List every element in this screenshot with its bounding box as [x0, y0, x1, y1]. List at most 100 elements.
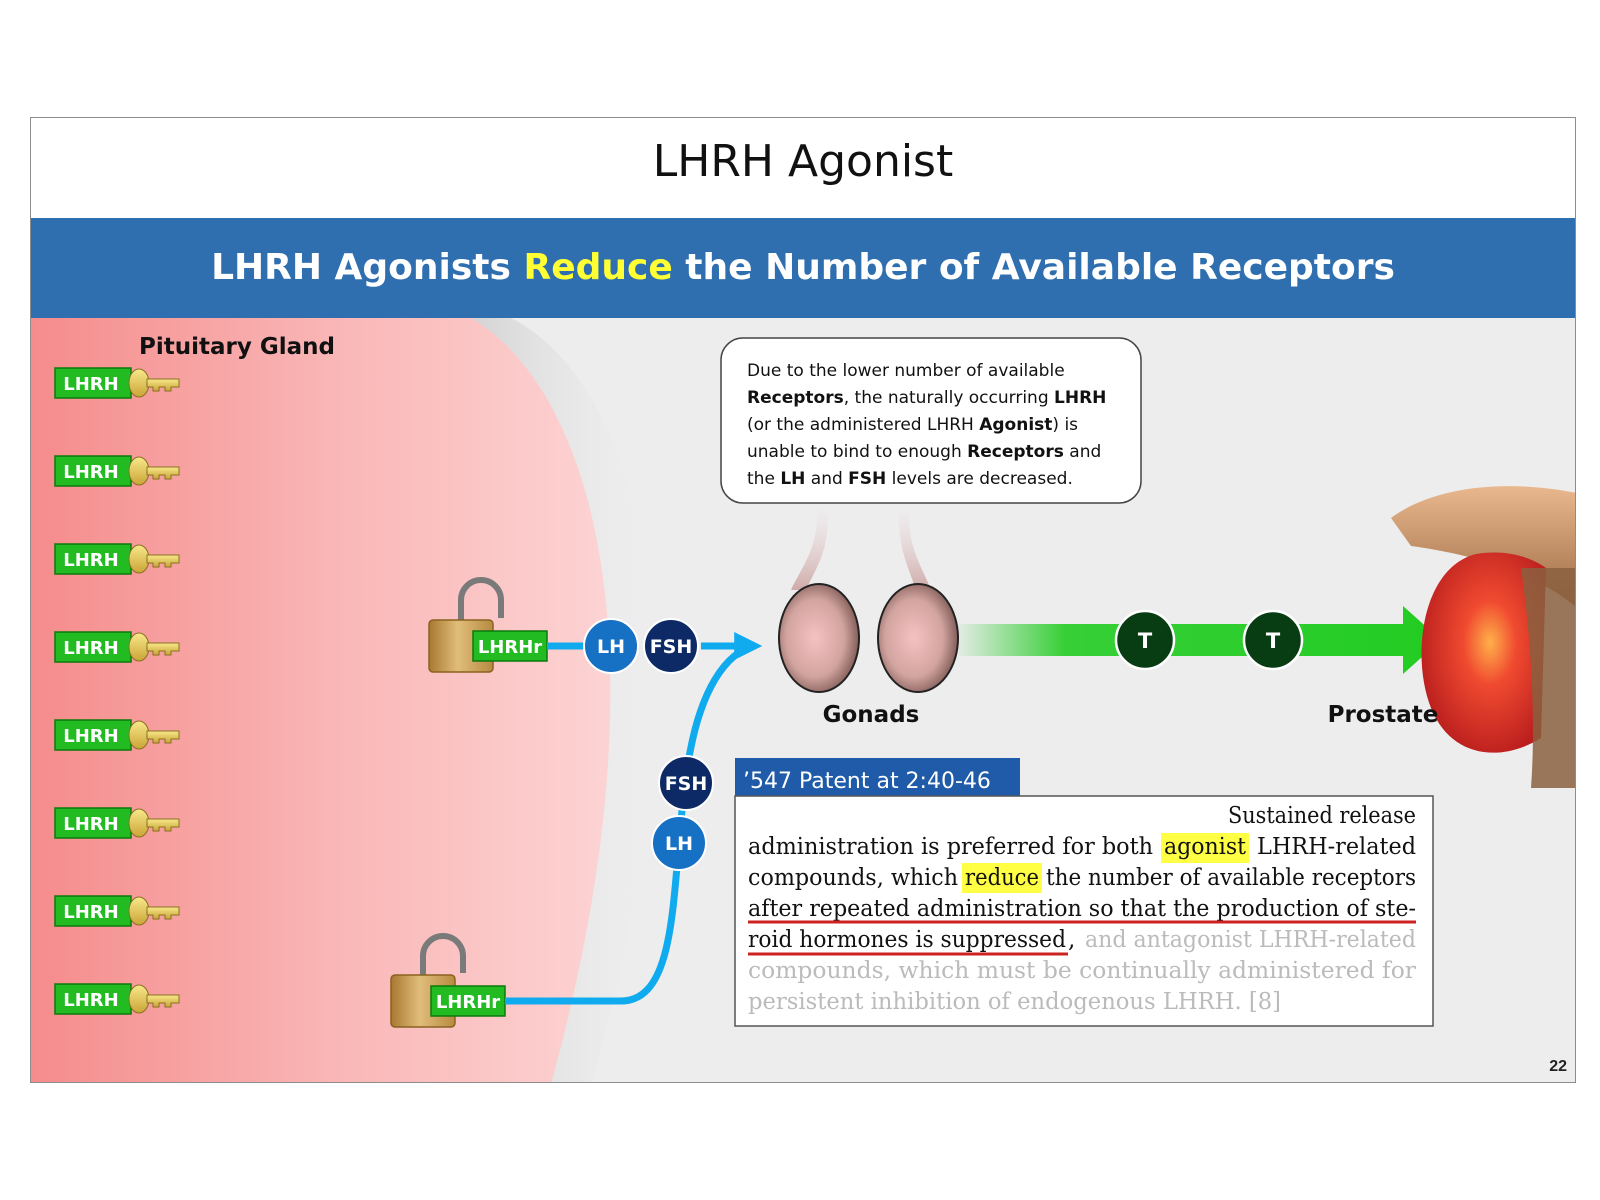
svg-text:persistent inhibition of endog: persistent inhibition of endogenous LHRH…: [748, 989, 1281, 1015]
hormone-fsh: FSH: [658, 755, 714, 811]
lhrh-key: LHRH: [54, 631, 180, 663]
lhrh-tag-label: LHRH: [63, 462, 118, 483]
key-blade-icon: [146, 994, 180, 1008]
banner-text-start: LHRH Agonists: [211, 247, 524, 288]
hormone-circle: [583, 618, 639, 674]
lhrh-tag-label: LHRH: [63, 902, 118, 923]
lhrh-tag: [54, 543, 132, 575]
hormone-label: LH: [597, 636, 625, 658]
lhrh-key: LHRH: [54, 367, 180, 399]
gonad-stalk-right: [898, 508, 931, 590]
urethra-shape: [1521, 568, 1575, 788]
slide-title: LHRH Agonist: [652, 136, 954, 187]
testosterone-marker: T: [1114, 609, 1176, 671]
lhrh-key: LHRH: [54, 455, 180, 487]
svg-text:compounds, which must be conti: compounds, which must be continually adm…: [748, 958, 1416, 984]
receptor-tag: [430, 985, 506, 1017]
padlock-shackle-icon: [420, 933, 466, 983]
prostate-illustration: [1391, 486, 1575, 788]
testosterone-label: T: [1138, 629, 1153, 653]
testosterone-circle: [1114, 609, 1176, 671]
key-blade-icon: [146, 818, 180, 832]
lhrh-tag: [54, 631, 132, 663]
svg-text:reduce: reduce: [965, 865, 1039, 891]
key-blade-icon: [146, 730, 180, 744]
receptor-tag-label: LHRHr: [478, 637, 542, 658]
key-blade-icon: [146, 906, 180, 920]
gonad-left: [778, 583, 860, 693]
gonad-right: [877, 583, 959, 693]
svg-text:,: ,: [1068, 927, 1075, 953]
lhrh-key: LHRH: [54, 543, 180, 575]
gonad-stalk-left: [791, 508, 828, 590]
svg-text:after repeated administration: after repeated administration so that th…: [748, 896, 1416, 922]
lhrh-keys: LHRH LHRH LHRH LHRH LHRH LHRH LHRH LHRH: [54, 367, 180, 1015]
lhrh-tag-label: LHRH: [63, 990, 118, 1011]
lhrh-tag-label: LHRH: [63, 814, 118, 835]
testosterone-label: T: [1266, 629, 1281, 653]
lhrh-tag: [54, 719, 132, 751]
svg-text:LHRH-related: LHRH-related: [1257, 834, 1416, 860]
svg-text:Sustained release: Sustained release: [1228, 803, 1416, 829]
citation-box: [734, 795, 1434, 1027]
callout-box: [720, 337, 1142, 504]
receptor-lock-lower: LHRHr: [390, 933, 506, 1028]
pituitary-label: Pituitary Gland: [139, 334, 335, 360]
testosterone-marker: T: [1242, 609, 1304, 671]
svg-text:administration is preferred fo: administration is preferred for both: [748, 834, 1153, 860]
citation-tab: [735, 758, 1020, 798]
hormone-circle: [651, 815, 707, 871]
prostate-label: Prostate: [1328, 702, 1439, 728]
testosterone-circle: [1242, 609, 1304, 671]
key-bow-icon: [128, 544, 150, 574]
lhrh-tag: [54, 455, 132, 487]
key-bow-icon: [128, 368, 150, 398]
lhrh-tag: [54, 807, 132, 839]
svg-text:agonist: agonist: [1164, 834, 1247, 860]
key-blade-icon: [146, 554, 180, 568]
patent-citation: ’547 Patent at 2:40-46 Sustained release…: [734, 758, 1434, 1027]
highlight-reduce: [962, 863, 1042, 893]
key-bow-icon: [128, 808, 150, 838]
key-bow-icon: [128, 632, 150, 662]
svg-text:and antagonist LHRH-related: and antagonist LHRH-related: [1085, 927, 1416, 953]
receptor-tag-label: LHRHr: [436, 992, 500, 1013]
gonads-label: Gonads: [823, 702, 920, 728]
key-bow-icon: [128, 720, 150, 750]
explanation-callout: Due to the lower number of available Rec…: [720, 337, 1142, 504]
receptor-lock-upper: LHRHr: [428, 577, 548, 673]
pituitary-region: [31, 318, 611, 1082]
banner-text-end: the Number of Available Receptors: [672, 247, 1395, 288]
lhrh-key: LHRH: [54, 719, 180, 751]
lhrh-tag: [54, 367, 132, 399]
page-number: 22: [1549, 1058, 1567, 1075]
prostate-shape: [1421, 552, 1546, 753]
lhrh-tag-label: LHRH: [63, 638, 118, 659]
key-bow-icon: [128, 984, 150, 1014]
hormone-circle: [643, 618, 699, 674]
citation-text: Sustained release administration is pref…: [748, 803, 1416, 1015]
callout-text: Due to the lower number of available Rec…: [747, 361, 1112, 489]
testosterone-arrow: [959, 606, 1441, 674]
svg-text:the number of available recept: the number of available receptors: [1046, 865, 1416, 891]
citation-tab-label: ’547 Patent at 2:40-46: [743, 769, 991, 794]
lhrh-key: LHRH: [54, 983, 180, 1015]
headline-banner: LHRH Agonists Reduce the Number of Avail…: [31, 218, 1575, 318]
padlock-shackle-icon: [458, 577, 504, 628]
lhrh-tag-label: LHRH: [63, 374, 118, 395]
key-blade-icon: [146, 642, 180, 656]
lhrh-tag: [54, 895, 132, 927]
lhrh-key: LHRH: [54, 807, 180, 839]
hormone-label: FSH: [650, 636, 693, 658]
receptor-tag: [472, 630, 548, 662]
lhrh-tag: [54, 983, 132, 1015]
lhrh-tag-label: LHRH: [63, 550, 118, 571]
pituitary-edge-shadow: [471, 318, 655, 1082]
key-bow-icon: [128, 896, 150, 926]
highlight-agonist: [1161, 833, 1249, 863]
key-blade-icon: [146, 466, 180, 480]
hormone-label: FSH: [665, 773, 708, 795]
svg-text:roid hormones is suppressed: roid hormones is suppressed: [748, 927, 1066, 953]
